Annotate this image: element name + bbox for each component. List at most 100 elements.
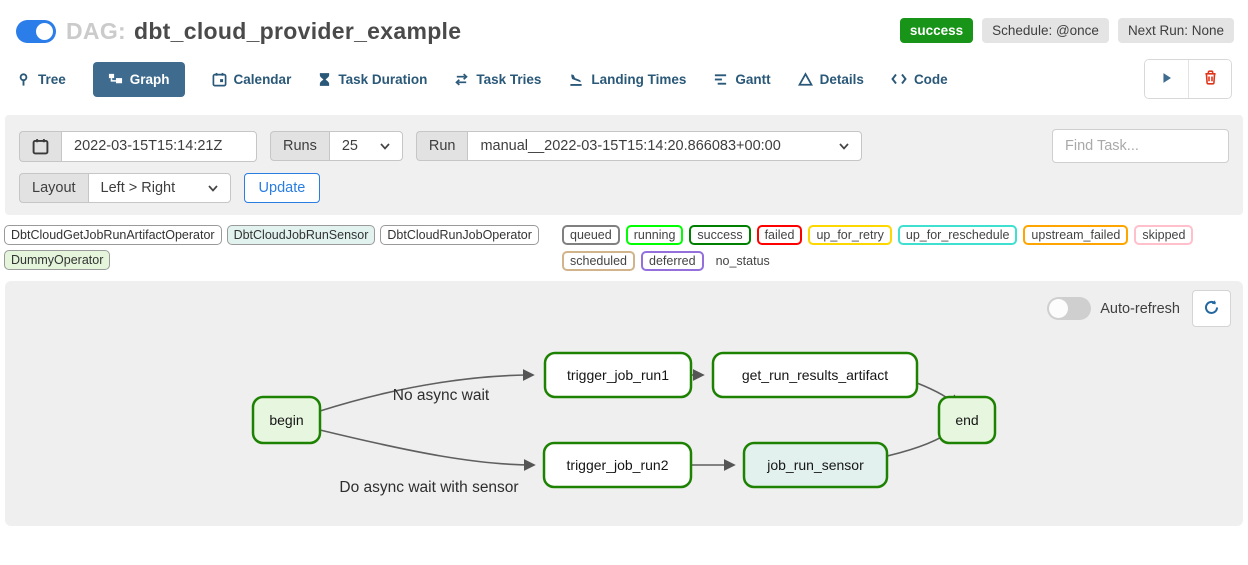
page-title: dbt_cloud_provider_example <box>133 18 462 44</box>
tab-label: Details <box>819 71 864 87</box>
runs-label: Runs <box>270 131 329 161</box>
status-badge: success <box>899 18 974 43</box>
trigger-dag-button[interactable] <box>1145 60 1188 98</box>
dag-pause-toggle-icon[interactable] <box>16 20 56 43</box>
task-node-box <box>742 441 889 489</box>
task-node-end[interactable]: end <box>937 395 997 445</box>
edge-label-no-async: No async wait <box>393 387 490 404</box>
status-legend-item: up_for_retry <box>808 225 892 245</box>
refresh-button[interactable] <box>1192 290 1231 327</box>
status-legend-item: success <box>689 225 751 245</box>
tab-label: Task Tries <box>476 71 542 87</box>
layout-value: Left > Right <box>100 180 176 196</box>
filter-row-1: 2022-03-15T15:14:21Z Runs 25 Run manual_… <box>19 129 1229 163</box>
next-run-badge: Next Run: None <box>1117 18 1234 43</box>
chevron-down-icon <box>380 138 390 154</box>
play-icon <box>1159 70 1175 89</box>
task-node-box <box>542 441 693 489</box>
hourglass-icon <box>318 72 331 87</box>
num-runs-value: 25 <box>341 138 358 154</box>
operator-badge: DbtCloudRunJobOperator <box>380 225 539 245</box>
tab-label: Code <box>913 71 948 87</box>
chevron-down-icon <box>839 138 850 154</box>
header-badges: success Schedule: @once Next Run: None <box>899 18 1234 43</box>
update-button[interactable]: Update <box>243 173 321 203</box>
tab-label: Task Duration <box>338 71 428 87</box>
edge-label-async-sensor: Do async wait with sensor <box>339 479 518 496</box>
calendar-addon-icon[interactable] <box>19 130 61 162</box>
tab-details[interactable]: Details <box>797 71 864 87</box>
tab-label: Tree <box>38 71 66 87</box>
operator-badge: DbtCloudGetJobRunArtifactOperator <box>4 225 222 245</box>
operator-legend: DbtCloudGetJobRunArtifactOperator DbtClo… <box>4 225 552 270</box>
tab-label: Graph <box>129 71 170 87</box>
task-node-begin[interactable]: begin <box>251 395 322 445</box>
status-legend-item: skipped <box>1134 225 1194 245</box>
trash-icon <box>1202 69 1219 89</box>
status-legend-item: running <box>625 225 684 245</box>
task-node-box <box>251 395 322 445</box>
task-node-box <box>543 351 693 399</box>
operator-badge: DummyOperator <box>4 250 111 270</box>
status-legend-item: queued <box>562 225 620 245</box>
layout-select[interactable]: Left > Right <box>87 173 231 203</box>
task-node-trigger-job-run1[interactable]: trigger_job_run1 <box>543 351 693 399</box>
task-node-label: end <box>955 412 978 428</box>
view-tabbar: Tree Graph Calendar Task Duration Task T… <box>0 47 1248 113</box>
num-runs-select[interactable]: 25 <box>328 131 403 161</box>
toggle-knob <box>1049 299 1069 318</box>
calendar-icon <box>212 72 227 87</box>
dag-header: DAG: dbt_cloud_provider_example success … <box>0 0 1248 47</box>
graph-icon <box>108 72 123 87</box>
dag-action-buttons <box>1144 59 1232 99</box>
chevron-down-icon <box>207 180 218 196</box>
task-node-label: begin <box>269 412 303 428</box>
task-node-label: trigger_job_run2 <box>567 457 669 473</box>
status-legend: queued running success failed up_for_ret… <box>562 225 1244 271</box>
delete-dag-button[interactable] <box>1188 60 1231 98</box>
legend: DbtCloudGetJobRunArtifactOperator DbtClo… <box>0 215 1248 275</box>
task-node-get-run-results-artifact[interactable]: get_run_results_artifact <box>711 351 919 399</box>
filter-row-2: Layout Left > Right Update <box>19 173 1229 203</box>
base-date-group: 2022-03-15T15:14:21Z <box>19 130 257 162</box>
base-date-input[interactable]: 2022-03-15T15:14:21Z <box>61 130 257 162</box>
tab-task-duration[interactable]: Task Duration <box>318 72 427 87</box>
run-select-group: Run manual__2022-03-15T15:14:20.866083+0… <box>415 131 863 161</box>
edge-begin-to-run2 <box>319 429 536 471</box>
plane-landing-icon <box>568 72 584 87</box>
tab-gantt[interactable]: Gantt <box>713 71 771 87</box>
tab-label: Calendar <box>233 71 292 87</box>
auto-refresh-toggle[interactable] <box>1047 297 1092 320</box>
code-icon <box>891 72 907 86</box>
task-node-box <box>711 351 919 399</box>
find-task-input[interactable] <box>1052 129 1229 163</box>
num-runs-group: Runs 25 <box>270 131 403 161</box>
toggle-knob <box>36 23 53 40</box>
run-value: manual__2022-03-15T15:14:20.866083+00:00 <box>480 138 781 154</box>
tab-label: Landing Times <box>591 71 687 87</box>
tab-landing-times[interactable]: Landing Times <box>568 72 686 87</box>
task-node-label: trigger_job_run1 <box>567 367 669 383</box>
tab-label: Gantt <box>735 71 771 87</box>
tab-tree[interactable]: Tree <box>16 72 66 87</box>
filter-panel: 2022-03-15T15:14:21Z Runs 25 Run manual_… <box>5 115 1243 215</box>
tab-calendar[interactable]: Calendar <box>212 71 292 87</box>
tab-graph[interactable]: Graph <box>92 61 185 97</box>
details-triangle-icon <box>797 71 813 87</box>
task-node-label: get_run_results_artifact <box>742 367 888 383</box>
edge-begin-to-run1 <box>319 369 535 412</box>
swap-arrows-icon <box>454 72 469 87</box>
tab-task-tries[interactable]: Task Tries <box>454 72 541 87</box>
tab-code[interactable]: Code <box>891 72 948 87</box>
operator-badge: DbtCloudJobRunSensor <box>226 225 376 245</box>
task-node-job-run-sensor[interactable]: job_run_sensor <box>742 441 889 489</box>
task-node-trigger-job-run2[interactable]: trigger_job_run2 <box>542 441 693 489</box>
auto-refresh-label: Auto-refresh <box>1100 300 1180 317</box>
schedule-badge: Schedule: @once <box>982 18 1109 43</box>
run-label: Run <box>415 131 468 161</box>
dag-prefix-label: DAG: <box>66 18 126 44</box>
layout-label: Layout <box>19 173 88 203</box>
layout-group: Layout Left > Right <box>19 173 231 203</box>
status-legend-item: no_status <box>709 251 776 271</box>
run-select[interactable]: manual__2022-03-15T15:14:20.866083+00:00 <box>467 131 863 161</box>
